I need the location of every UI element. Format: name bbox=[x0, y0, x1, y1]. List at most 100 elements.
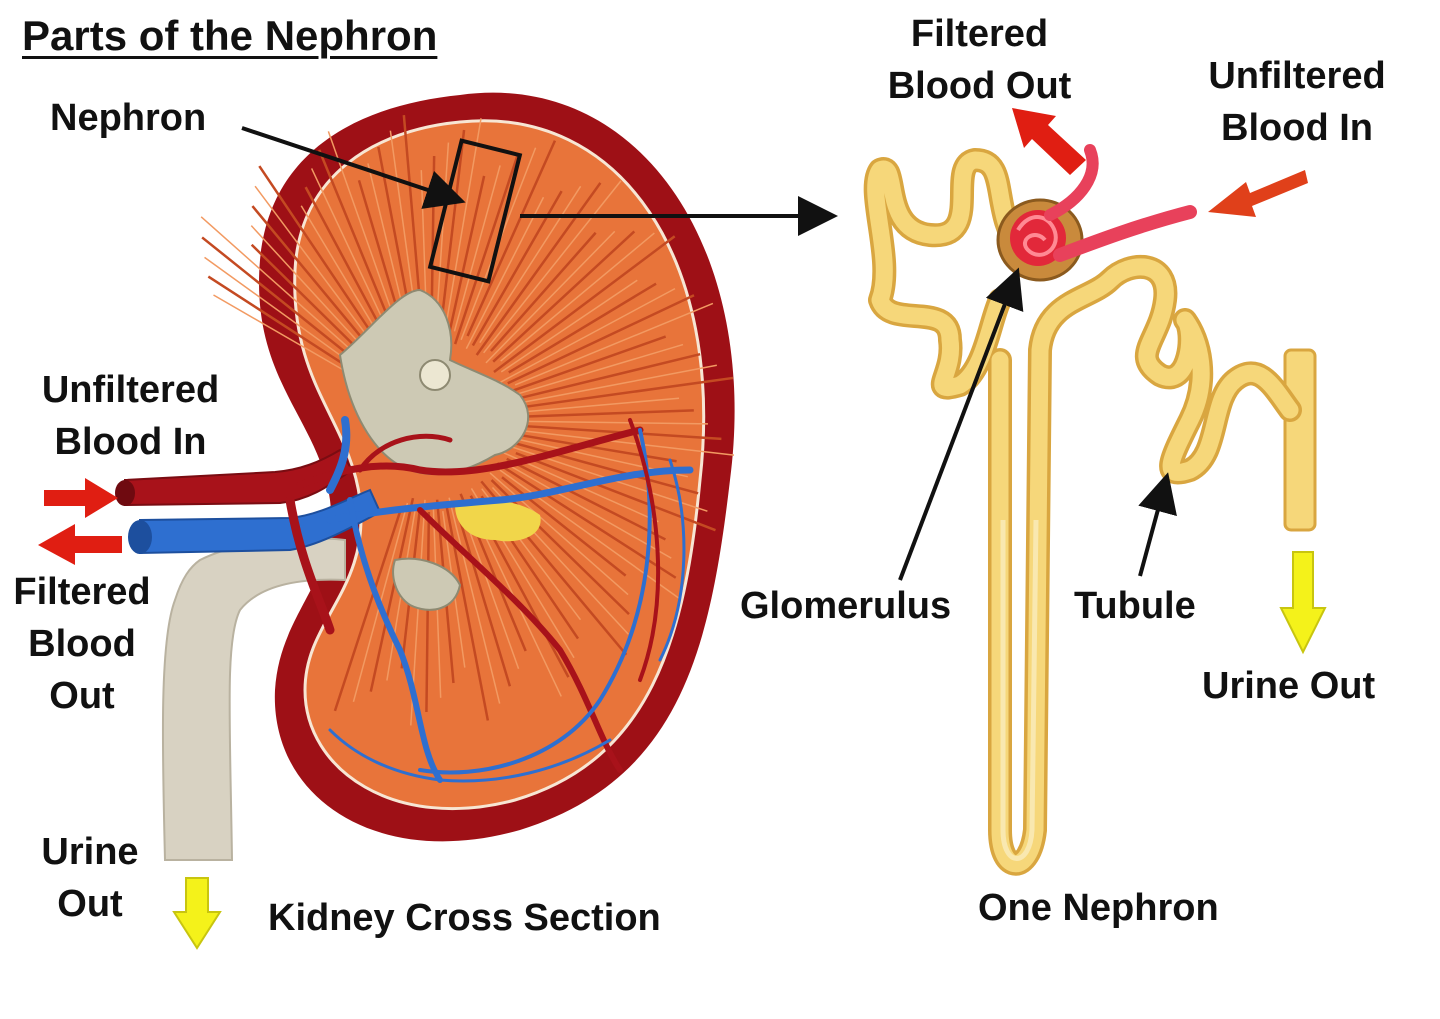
blood-vessel-branch bbox=[628, 418, 661, 682]
medulla-ray bbox=[207, 275, 359, 375]
medulla-ray bbox=[506, 439, 699, 495]
unfiltered-in-arrow-right bbox=[1208, 170, 1308, 217]
medulla-ray bbox=[483, 180, 622, 354]
medulla-ray bbox=[254, 185, 376, 347]
medulla-ray bbox=[369, 497, 415, 692]
renal-tubule-fill bbox=[867, 151, 1299, 872]
collecting-duct bbox=[1283, 348, 1317, 532]
medulla-ray bbox=[251, 205, 377, 355]
glomerulus-pointer bbox=[898, 267, 1024, 581]
label-glomerulus: Glomerulus bbox=[740, 585, 952, 627]
label-urine-left: Urine Out bbox=[30, 826, 150, 930]
medulla-ray bbox=[453, 165, 501, 332]
medulla-ray bbox=[455, 507, 512, 687]
medulla-ray bbox=[499, 469, 680, 599]
afferent-arteriole bbox=[1053, 205, 1197, 262]
urine-out-arrow-right bbox=[1279, 551, 1327, 655]
loop-of-henle bbox=[1000, 519, 1039, 861]
medulla-ray bbox=[514, 432, 677, 463]
label-line: Blood In bbox=[1221, 107, 1373, 149]
label-tubule: Tubule bbox=[1074, 585, 1196, 627]
renal-papilla bbox=[419, 359, 451, 391]
label-line: Urine bbox=[41, 831, 139, 873]
filtered-out-arrow-left bbox=[38, 524, 122, 565]
medulla-ray bbox=[500, 232, 655, 362]
tubule-pointer bbox=[1138, 472, 1177, 577]
label-filtered-right: Filtered Blood Out bbox=[872, 8, 1087, 112]
medulla-ray bbox=[425, 511, 431, 712]
caption-one-nephron: One Nephron bbox=[978, 887, 1219, 929]
vessel-branches bbox=[285, 416, 694, 783]
label-line: Out bbox=[57, 883, 123, 925]
ureter bbox=[161, 537, 346, 861]
medulla-ray bbox=[508, 364, 717, 406]
blood-vessel-branch bbox=[326, 416, 351, 494]
glomerulus-capillaries bbox=[1016, 215, 1058, 257]
filtered-out-arrow-right bbox=[1012, 108, 1086, 175]
label-line: Unfiltered bbox=[1208, 55, 1386, 97]
unfiltered-in-arrow-left bbox=[44, 478, 118, 518]
medulla-ray bbox=[521, 397, 680, 413]
label-line: Blood bbox=[28, 623, 136, 665]
blood-vessel-branch bbox=[417, 507, 623, 773]
medulla-ray bbox=[500, 287, 676, 383]
medulla-ray bbox=[509, 465, 672, 559]
vein-opening bbox=[128, 520, 152, 554]
medulla-ray bbox=[493, 235, 676, 373]
label-line: Out bbox=[49, 675, 115, 717]
artery-opening bbox=[115, 480, 135, 506]
medulla-ray bbox=[489, 472, 629, 596]
label-nephron: Nephron bbox=[50, 97, 207, 139]
medulla-ray bbox=[448, 497, 501, 704]
label-line: Unfiltered bbox=[41, 369, 220, 411]
label-unfiltered-left: Unfiltered Blood In bbox=[28, 364, 233, 468]
medulla-ray bbox=[318, 149, 399, 341]
medulla-ray bbox=[514, 302, 714, 386]
medulla-ray bbox=[439, 129, 466, 329]
blood-vessel-branch bbox=[347, 497, 443, 783]
nephron-pointer bbox=[241, 126, 466, 209]
medulla-ray bbox=[204, 256, 356, 367]
medulla-ray bbox=[258, 165, 387, 355]
medulla-ray bbox=[500, 279, 638, 373]
label-urine-right: Urine Out bbox=[1202, 665, 1376, 707]
kidney-cross-section bbox=[115, 92, 735, 861]
medulla-ray bbox=[453, 155, 519, 345]
label-line: Blood In bbox=[54, 421, 207, 463]
medulla-ray bbox=[507, 294, 695, 385]
medulla-ray bbox=[201, 236, 369, 371]
label-line: Filtered bbox=[13, 571, 151, 613]
blood-vessel-branch bbox=[658, 458, 686, 662]
blood-vessel-branch bbox=[296, 426, 644, 489]
medulla-ray bbox=[466, 140, 557, 337]
medulla-ray bbox=[304, 186, 388, 340]
medulla-ray bbox=[250, 225, 377, 362]
medulla-ray bbox=[465, 196, 545, 350]
medulla-ray bbox=[515, 376, 734, 410]
medulla-ray bbox=[475, 182, 602, 356]
medulla-ray bbox=[442, 118, 482, 342]
medulla-ray bbox=[515, 420, 708, 425]
medulla-ray bbox=[509, 428, 735, 456]
urine-out-arrow-left bbox=[172, 877, 222, 950]
renal-sinus-fat bbox=[455, 499, 541, 542]
medulla-ray bbox=[490, 479, 630, 616]
medulla-ray bbox=[327, 131, 401, 334]
medulla-ray bbox=[200, 216, 367, 364]
medulla-ray bbox=[250, 243, 366, 357]
medulla-ray bbox=[492, 230, 636, 363]
medulla-ray bbox=[333, 507, 403, 712]
calyx bbox=[392, 557, 462, 611]
medulla-ray bbox=[509, 409, 694, 419]
label-line: Blood Out bbox=[887, 65, 1072, 107]
medulla-ray bbox=[485, 230, 616, 364]
medulla-ray bbox=[512, 343, 684, 397]
medulla-ray bbox=[506, 457, 667, 541]
label-line: Filtered bbox=[910, 13, 1049, 55]
medulla-ray bbox=[479, 185, 582, 344]
blood-vessel-branch bbox=[285, 495, 335, 635]
medulla-ray bbox=[508, 282, 657, 374]
medulla-ray bbox=[300, 205, 387, 347]
